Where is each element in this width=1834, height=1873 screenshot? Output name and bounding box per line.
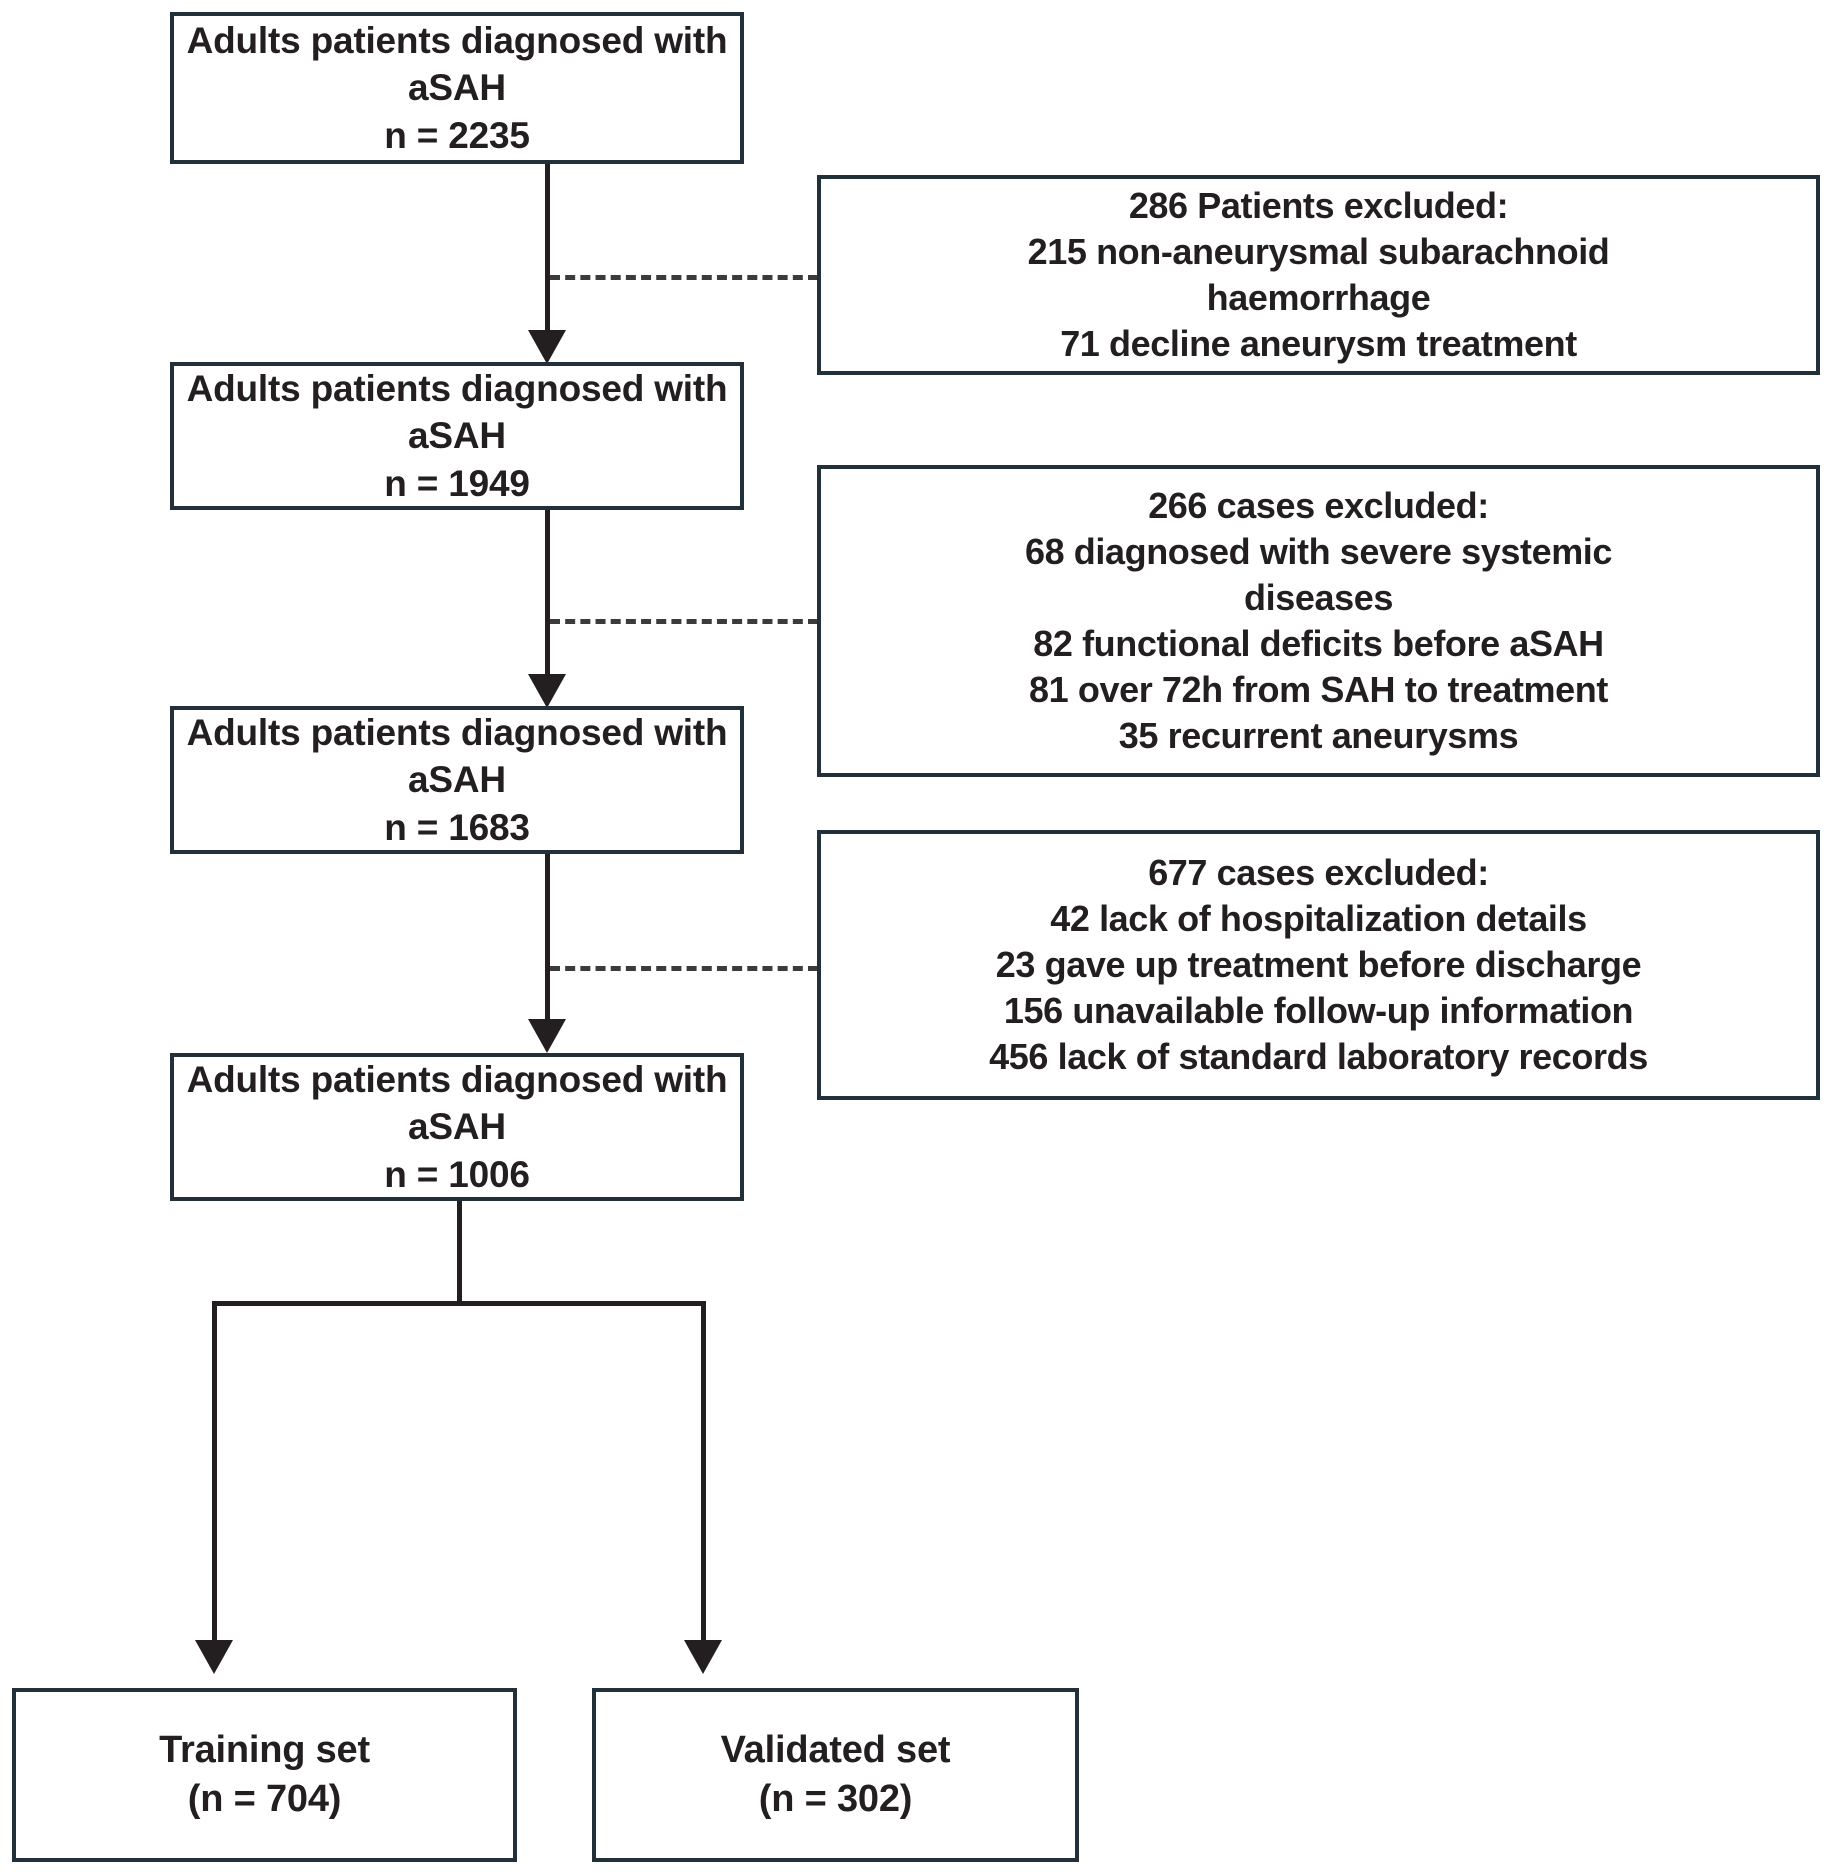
cohort-3-count: n = 1683 — [384, 806, 530, 848]
arrowhead-cohort3 — [528, 674, 566, 708]
connector-exclusion-3-dashed — [550, 966, 818, 971]
exclusion-3-line1: 42 lack of hospitalization details — [1050, 897, 1587, 939]
validated-set-count: (n = 302) — [758, 1778, 913, 1820]
exclusion-3-line2: 23 gave up treatment before discharge — [995, 943, 1642, 985]
cohort-1-line1: Adults patients diagnosed with — [186, 19, 728, 61]
node-exclusion-3: 677 cases excluded: 42 lack of hospitali… — [817, 830, 1820, 1100]
exclusion-2-line2: diseases — [1244, 576, 1393, 618]
exclusion-3-line3: 156 unavailable follow-up information — [1003, 990, 1634, 1032]
cohort-4-count: n = 1006 — [384, 1153, 530, 1195]
cohort-1-line2: aSAH — [408, 67, 506, 109]
connector-cohort1-to-cohort2 — [545, 164, 550, 339]
node-training-set: Training set (n = 704) — [12, 1688, 517, 1862]
cohort-2-count: n = 1949 — [384, 462, 530, 504]
exclusion-3-line4: 456 lack of standard laboratory records — [989, 1036, 1648, 1078]
validated-set-label: Validated set — [720, 1729, 951, 1772]
exclusion-3-header: 677 cases excluded: — [1148, 851, 1489, 893]
connector-split-to-validated — [701, 1301, 706, 1646]
exclusion-2-header: 266 cases excluded: — [1148, 484, 1489, 526]
cohort-3-line1: Adults patients diagnosed with — [186, 711, 728, 753]
node-cohort-3: Adults patients diagnosed with aSAH n = … — [170, 706, 744, 854]
exclusion-2-line1: 68 diagnosed with severe systemic — [1024, 530, 1613, 572]
arrowhead-cohort4 — [528, 1019, 566, 1053]
cohort-4-line1: Adults patients diagnosed with — [186, 1058, 728, 1100]
connector-split-to-training — [212, 1301, 217, 1646]
node-validated-set: Validated set (n = 302) — [592, 1688, 1079, 1862]
training-set-count: (n = 704) — [187, 1778, 342, 1820]
node-exclusion-2: 266 cases excluded: 68 diagnosed with se… — [817, 465, 1820, 777]
connector-split-horizontal — [212, 1301, 706, 1306]
cohort-1-count: n = 2235 — [384, 114, 530, 156]
arrowhead-cohort2 — [528, 330, 566, 364]
cohort-2-line2: aSAH — [408, 415, 506, 457]
exclusion-1-line2: haemorrhage — [1206, 277, 1431, 318]
arrowhead-training-set — [195, 1640, 233, 1674]
node-exclusion-1: 286 Patients excluded: 215 non-aneurysma… — [817, 175, 1820, 375]
connector-cohort3-to-cohort4 — [545, 854, 550, 1026]
connector-exclusion-2-dashed — [550, 619, 818, 624]
arrowhead-validated-set — [684, 1640, 722, 1674]
exclusion-1-header: 286 Patients excluded: — [1128, 184, 1509, 226]
node-cohort-1: Adults patients diagnosed with aSAH n = … — [170, 12, 744, 164]
connector-cohort2-to-cohort3 — [545, 510, 550, 683]
connector-cohort4-to-split — [457, 1201, 462, 1303]
exclusion-1-line3: 71 decline aneurysm treatment — [1060, 323, 1577, 365]
cohort-4-line2: aSAH — [408, 1106, 506, 1148]
exclusion-2-line4: 81 over 72h from SAH to treatment — [1029, 669, 1608, 711]
exclusion-2-line3: 82 functional deficits before aSAH — [1033, 623, 1604, 664]
connector-exclusion-1-dashed — [550, 275, 818, 280]
cohort-2-line1: Adults patients diagnosed with — [186, 367, 728, 409]
cohort-3-line2: aSAH — [408, 759, 506, 801]
node-cohort-2: Adults patients diagnosed with aSAH n = … — [170, 362, 744, 510]
exclusion-2-line5: 35 recurrent aneurysms — [1118, 715, 1519, 757]
training-set-label: Training set — [159, 1729, 370, 1772]
exclusion-1-line1: 215 non-aneurysmal subarachnoid — [1027, 230, 1610, 272]
node-cohort-4: Adults patients diagnosed with aSAH n = … — [170, 1053, 744, 1201]
